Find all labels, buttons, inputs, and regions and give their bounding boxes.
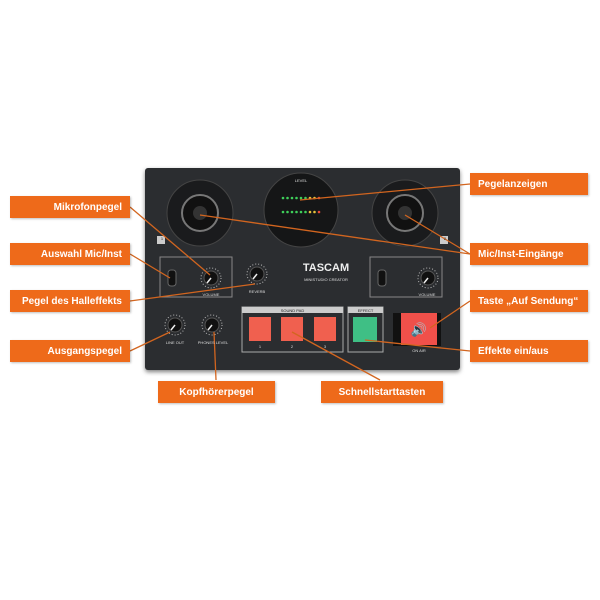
callout-mic-inst-select: Auswahl Mic/Inst <box>10 243 130 265</box>
volume-2-knob[interactable] <box>417 267 439 289</box>
on-air-label: ON AIR <box>412 348 426 353</box>
meter-led <box>286 210 289 214</box>
callout-headphone-level: Kopfhörerpegel <box>158 381 275 403</box>
meter-led <box>299 210 303 214</box>
meter-led <box>290 196 294 200</box>
meter-led <box>299 196 303 200</box>
callout-level-meters: Pegelanzeigen <box>470 173 588 195</box>
callout-mic-inst-inputs: Mic/Inst-Eingänge <box>470 243 588 265</box>
meter-label: LEVEL <box>294 178 308 183</box>
channel-2-panel <box>369 256 443 298</box>
leader-lines <box>129 183 471 381</box>
sound-pad-header <box>242 307 343 313</box>
phones-level-knob[interactable] <box>201 314 223 336</box>
meter-led <box>308 210 312 214</box>
volume-2-label: VOLUME <box>418 292 436 297</box>
meter-led <box>286 196 289 200</box>
meter-led <box>290 210 294 214</box>
phones-label: PHONES LEVEL <box>197 340 229 345</box>
brand-logo: TASCAM <box>302 262 350 274</box>
reverb-label: REVERB <box>248 289 266 294</box>
channel-2-badge <box>440 236 448 244</box>
volume-1-label: VOLUME <box>202 292 220 297</box>
channel-1-label: 1 <box>160 236 164 241</box>
callout-effects-toggle: Effekte ein/aus <box>470 340 588 362</box>
sound-pad-1[interactable] <box>249 317 271 341</box>
meter-led <box>295 196 298 200</box>
speaker-icon: 🔊 <box>411 321 427 338</box>
callout-quick-start: Schnellstarttasten <box>321 381 443 403</box>
input-jack-2 <box>371 179 439 247</box>
effect-title: EFFECT <box>357 308 374 313</box>
sound-pad-2[interactable] <box>281 317 303 341</box>
channel-1-badge <box>157 236 165 244</box>
meter-led <box>304 196 307 200</box>
pad-1-number: 1 <box>258 344 262 349</box>
reverb-knob[interactable] <box>246 263 268 285</box>
line-out-label: LINE OUT <box>165 340 185 345</box>
meter-led <box>281 210 285 214</box>
input-jack-1 <box>166 179 234 247</box>
meter-led <box>281 196 285 200</box>
meter-led <box>304 210 307 214</box>
callout-on-air-button: Taste „Auf Sendung“ <box>470 290 588 312</box>
sound-pad-title: SOUND PAD <box>280 308 305 313</box>
line-out-knob[interactable] <box>164 314 186 336</box>
model-name: MINISTUDIO CREATOR <box>304 277 348 282</box>
pad-2-number: 2 <box>290 344 294 349</box>
callout-output-level: Ausgangspegel <box>10 340 130 362</box>
callout-mic-level: Mikrofonpegel <box>10 196 130 218</box>
channel-1-panel <box>159 256 233 298</box>
callout-reverb-level: Pegel des Halleffekts <box>10 290 130 312</box>
mic-inst-switch-2[interactable] <box>377 269 387 287</box>
level-meter <box>263 172 339 248</box>
meter-led <box>295 210 298 214</box>
meter-led <box>317 210 321 214</box>
mic-inst-switch-1[interactable] <box>167 269 177 287</box>
pad-3-number: 3 <box>323 344 327 349</box>
effect-button[interactable] <box>353 317 377 342</box>
effect-header <box>348 307 383 313</box>
sound-pad-3[interactable] <box>314 317 336 341</box>
meter-led <box>313 210 316 214</box>
volume-1-knob[interactable] <box>200 267 222 289</box>
on-air-button[interactable] <box>401 313 437 345</box>
channel-2-label: 2 <box>443 236 447 241</box>
